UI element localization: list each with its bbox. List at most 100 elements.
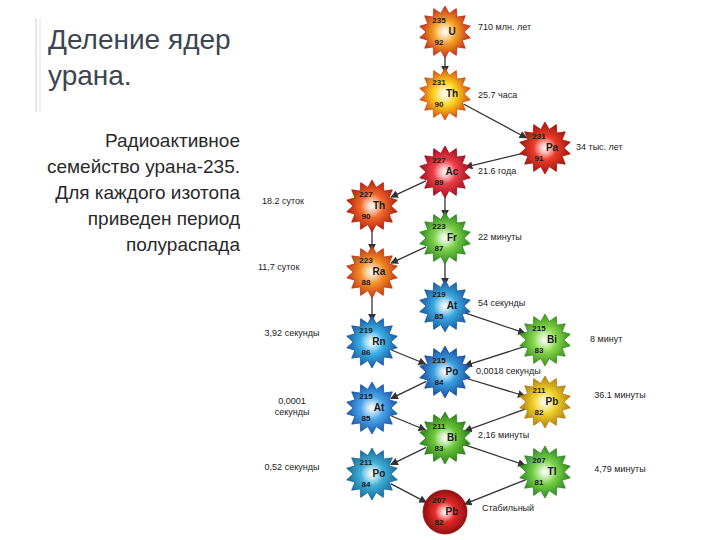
star-outline <box>419 486 471 538</box>
star-outline <box>346 382 398 434</box>
half-life-label: 710 млн. лет <box>478 22 558 33</box>
star-outline <box>419 412 471 464</box>
mass-number: 231 <box>413 78 465 88</box>
atomic-number: 85 <box>340 414 392 424</box>
mass-number: 207 <box>513 456 565 466</box>
decay-arrow <box>391 484 427 503</box>
element-symbol: U <box>426 26 478 38</box>
mass-number: 215 <box>413 356 465 366</box>
decay-arrow <box>464 104 527 138</box>
atomic-number: 86 <box>340 348 392 358</box>
isotope-star: 211Pb82 <box>519 376 571 428</box>
atomic-number: 83 <box>513 346 565 356</box>
element-symbol: Bi <box>426 432 478 444</box>
decay-arrow <box>465 409 525 431</box>
decay-arrow <box>465 480 526 504</box>
isotope-star: 215Bi83 <box>519 314 571 366</box>
half-life-label: 0,0018 секунды <box>476 366 556 377</box>
accent-line <box>36 18 37 112</box>
isotope-star: 231Th90 <box>419 68 471 120</box>
isotope-star: 223Ra88 <box>346 246 398 298</box>
element-symbol: Pb <box>526 396 578 408</box>
isotope-star: 231Pa91 <box>519 122 571 174</box>
isotope-star: 215At85 <box>346 382 398 434</box>
star-outline <box>519 314 571 366</box>
decay-arrow <box>465 346 525 365</box>
isotope-star: 215Po84 <box>419 346 471 398</box>
star-outline <box>419 280 471 332</box>
stable-nucleus: 207Pb82 <box>419 486 471 538</box>
half-life-label: 11,7 суток <box>258 262 328 273</box>
mass-number: 211 <box>513 386 565 396</box>
element-symbol: Ra <box>353 266 405 278</box>
atomic-number: 84 <box>340 480 392 490</box>
element-symbol: Pb <box>426 506 478 518</box>
element-symbol: Po <box>353 468 405 480</box>
decay-arrow <box>465 153 524 167</box>
atomic-number: 90 <box>413 100 465 110</box>
half-life-label: 36.1 минуты <box>590 390 650 401</box>
half-life-label: Стабильный <box>482 503 552 514</box>
atomic-number: 88 <box>340 278 392 288</box>
atomic-number: 90 <box>340 212 392 222</box>
atomic-number: 85 <box>413 312 465 322</box>
element-symbol: Tl <box>526 466 578 478</box>
half-life-label: 22 минуты <box>478 232 558 243</box>
slide-title: Деление ядер урана. <box>48 22 248 94</box>
mass-number: 211 <box>340 458 392 468</box>
isotope-star: 227Th90 <box>346 180 398 232</box>
isotope-star: 227Ac89 <box>419 146 471 198</box>
mass-number: 215 <box>340 392 392 402</box>
decay-arrow <box>391 416 425 430</box>
star-outline <box>346 246 398 298</box>
element-symbol: Fr <box>426 232 478 244</box>
atomic-number: 89 <box>413 178 465 188</box>
star-outline <box>419 346 471 398</box>
mass-number: 215 <box>513 324 565 334</box>
atomic-number: 92 <box>413 38 465 48</box>
mass-number: 219 <box>340 326 392 336</box>
element-symbol: At <box>426 300 478 312</box>
atomic-number: 91 <box>513 154 565 164</box>
atomic-number: 83 <box>413 444 465 454</box>
atomic-number: 82 <box>413 518 465 528</box>
decay-arrow <box>391 447 426 464</box>
isotope-star: 219Rn86 <box>346 316 398 368</box>
star-outline <box>419 68 471 120</box>
mass-number: 211 <box>413 422 465 432</box>
mass-number: 223 <box>413 222 465 232</box>
element-symbol: Th <box>353 200 405 212</box>
half-life-label: 25.7 часа <box>478 90 558 101</box>
half-life-label: 3,92 секунды <box>262 328 322 339</box>
atomic-number: 87 <box>413 244 465 254</box>
half-life-label: 8 минут <box>590 334 660 345</box>
atomic-number: 81 <box>513 478 565 488</box>
element-symbol: Th <box>426 88 478 100</box>
half-life-label: 21.6 года <box>478 166 558 177</box>
mass-number: 235 <box>413 16 465 26</box>
decay-arrow <box>391 181 426 197</box>
half-life-label: 34 тыс. лет <box>576 142 646 153</box>
decay-arrow <box>465 313 525 333</box>
star-outline <box>519 376 571 428</box>
isotope-star: 211Bi83 <box>419 412 471 464</box>
half-life-label: 54 секунды <box>478 298 558 309</box>
star-outline <box>346 180 398 232</box>
mass-number: 223 <box>340 256 392 266</box>
star-outline <box>419 212 471 264</box>
star-outline <box>346 448 398 500</box>
half-life-label: 4,79 минуты <box>590 464 650 475</box>
decay-arrow <box>391 381 426 398</box>
half-life-label: 18.2 суток <box>262 196 332 207</box>
star-outline <box>519 446 571 498</box>
isotope-star: 207Tl81 <box>519 446 571 498</box>
mass-number: 227 <box>340 190 392 200</box>
mass-number: 219 <box>413 290 465 300</box>
isotope-star: 223Fr87 <box>419 212 471 264</box>
half-life-label: 0,52 секунды <box>262 462 322 473</box>
isotope-star: 219At85 <box>419 280 471 332</box>
decay-arrow <box>391 350 425 364</box>
mass-number: 207 <box>413 496 465 506</box>
isotope-star: 235U92 <box>419 6 471 58</box>
half-life-label: 0,0001 секунды <box>262 396 322 418</box>
